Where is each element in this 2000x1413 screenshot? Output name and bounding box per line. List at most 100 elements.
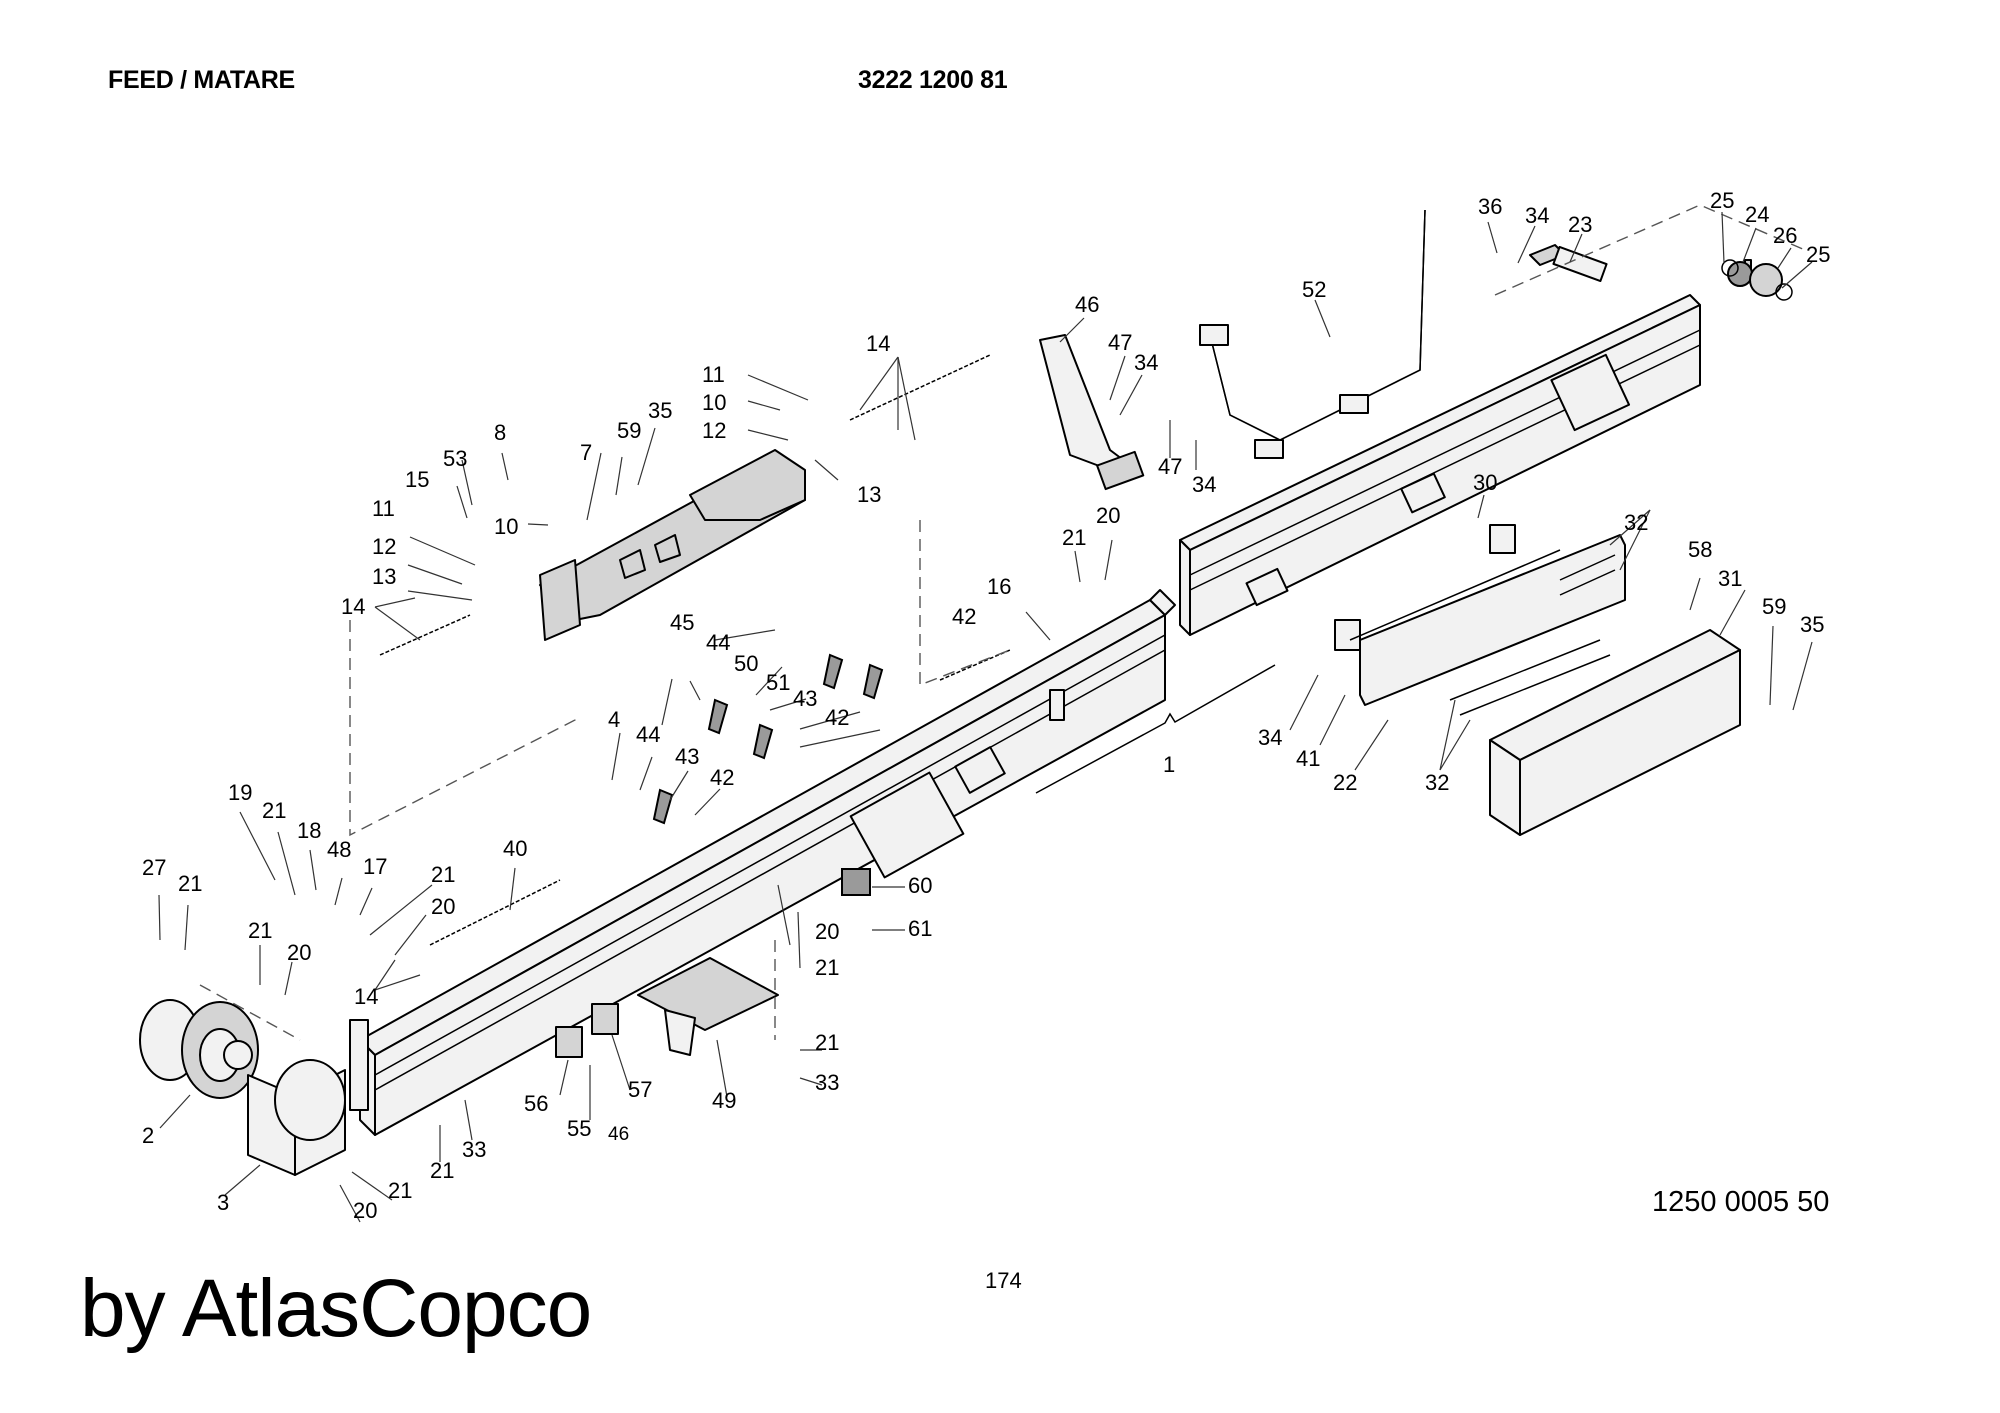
callout-21-mid-left: 21 <box>248 918 272 943</box>
callout-21-center: 21 <box>815 955 839 980</box>
support-bracket <box>1334 524 1626 716</box>
callout-12-left: 12 <box>372 534 396 559</box>
mounting-plate <box>637 957 779 1056</box>
callout-16: 16 <box>987 574 1011 599</box>
callout-12-right: 12 <box>702 418 726 443</box>
assembly-number: 3222 1200 81 <box>858 66 1008 94</box>
callout-34-top: 34 <box>1525 203 1549 228</box>
callout-55: 55 <box>567 1116 591 1141</box>
callout-34-bracket: 34 <box>1258 725 1282 750</box>
callout-32-top: 32 <box>1624 510 1648 535</box>
callout-57: 57 <box>628 1077 652 1102</box>
callout-61: 61 <box>908 916 932 941</box>
callout-24: 24 <box>1745 202 1769 227</box>
callout-34-pedal: 34 <box>1134 350 1158 375</box>
callout-3: 3 <box>217 1190 229 1215</box>
callout-25-top: 25 <box>1710 188 1734 213</box>
callout-11-right: 11 <box>702 362 725 387</box>
callout-33-center: 33 <box>815 1070 839 1095</box>
callout-19: 19 <box>228 780 252 805</box>
callout-60: 60 <box>908 873 932 898</box>
feed-beam-upper <box>1179 294 1701 636</box>
callout-27: 27 <box>142 855 166 880</box>
leader-lines <box>158 211 1813 1223</box>
callout-45: 45 <box>670 610 694 635</box>
callout-18: 18 <box>297 818 321 843</box>
callout-1: 1 <box>1163 752 1175 777</box>
callout-42-mid: 42 <box>825 705 849 730</box>
callout-53: 53 <box>443 446 467 471</box>
callout-17: 17 <box>363 854 387 879</box>
callout-56: 56 <box>524 1091 548 1116</box>
callout-15: 15 <box>405 467 429 492</box>
callout-47-step: 47 <box>1158 454 1182 479</box>
callout-36: 36 <box>1478 194 1502 219</box>
callout-46-bottom: 46 <box>608 1124 629 1145</box>
callout-43-top: 43 <box>793 686 817 711</box>
feed-beam-lower <box>359 589 1176 1136</box>
callout-44-top: 44 <box>706 630 730 655</box>
callout-48: 48 <box>327 837 351 862</box>
callout-21-upper-left: 21 <box>262 798 286 823</box>
callout-59-top: 59 <box>617 418 641 443</box>
carriage-plate <box>539 449 806 641</box>
callout-21-bottom: 21 <box>430 1158 454 1183</box>
callout-42-top: 42 <box>952 604 976 629</box>
callout-46-top: 46 <box>1075 292 1099 317</box>
callout-4: 4 <box>608 707 620 732</box>
callout-44-bottom: 44 <box>636 722 660 747</box>
motor-guard <box>247 1019 369 1176</box>
callout-22: 22 <box>1333 770 1357 795</box>
assembly-lines <box>199 204 1806 1041</box>
callout-13-right: 13 <box>857 482 881 507</box>
callout-21-lower: 21 <box>815 1030 839 1055</box>
callout-33-bottom: 33 <box>462 1137 486 1162</box>
section-title: FEED / MATARE <box>108 66 295 94</box>
callout-20-center: 20 <box>815 919 839 944</box>
drawing-number: 1250 0005 50 <box>1652 1186 1830 1218</box>
callout-2: 2 <box>142 1123 154 1148</box>
callout-20-mid: 20 <box>431 894 455 919</box>
callout-58: 58 <box>1688 537 1712 562</box>
callout-52: 52 <box>1302 277 1326 302</box>
callout-21-bottom-left: 21 <box>388 1178 412 1203</box>
callout-13-left: 13 <box>372 564 396 589</box>
callout-10-right: 10 <box>702 390 726 415</box>
callout-47-pedal: 47 <box>1108 330 1132 355</box>
callout-25-right: 25 <box>1806 242 1830 267</box>
callout-26: 26 <box>1773 223 1797 248</box>
callout-35-top: 35 <box>648 398 672 423</box>
callout-20-top: 20 <box>1096 503 1120 528</box>
cover-box <box>1489 629 1741 836</box>
callout-41: 41 <box>1296 746 1320 771</box>
callout-11-left: 11 <box>372 496 395 521</box>
callout-14-left: 14 <box>341 594 365 619</box>
callout-20-left: 20 <box>287 940 311 965</box>
callout-8: 8 <box>494 420 506 445</box>
callout-7: 7 <box>580 440 592 465</box>
callout-21-mid: 21 <box>431 862 455 887</box>
callout-20-bottom: 20 <box>353 1198 377 1223</box>
callout-42-bottom: 42 <box>710 765 734 790</box>
page-number: 174 <box>985 1268 1022 1293</box>
callout-32-bottom: 32 <box>1425 770 1449 795</box>
callout-23: 23 <box>1568 212 1592 237</box>
callout-30: 30 <box>1473 470 1497 495</box>
callout-31: 31 <box>1718 566 1742 591</box>
callout-59-right: 59 <box>1762 594 1786 619</box>
callout-43-bottom: 43 <box>675 744 699 769</box>
callout-40: 40 <box>503 836 527 861</box>
item-1-bracket <box>1035 664 1276 794</box>
small-parts <box>555 244 1793 1058</box>
callout-10-left: 10 <box>494 514 518 539</box>
drive-motor <box>139 999 259 1099</box>
callout-21-top: 21 <box>1062 525 1086 550</box>
callout-49: 49 <box>712 1088 736 1113</box>
callout-21-left: 21 <box>178 871 202 896</box>
step-bracket <box>1039 209 1426 491</box>
callout-51: 51 <box>766 670 790 695</box>
callout-35-right: 35 <box>1800 612 1824 637</box>
callout-14-top: 14 <box>866 331 890 356</box>
callout-50: 50 <box>734 651 758 676</box>
